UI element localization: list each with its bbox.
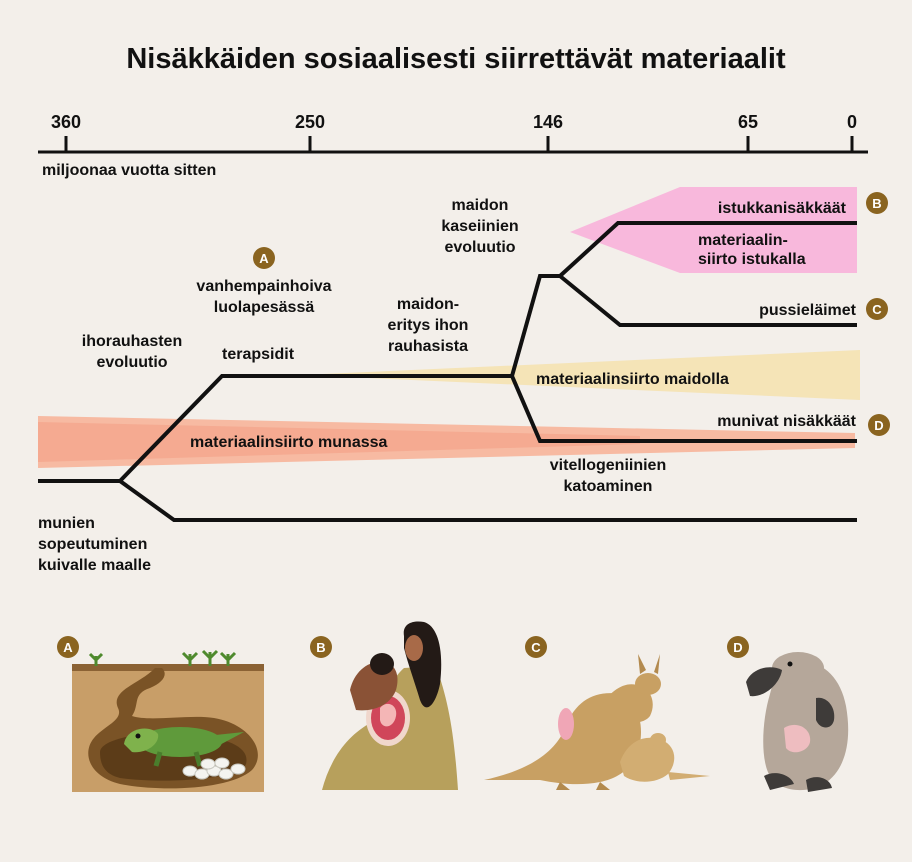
tick-label-65: 65 [738,112,758,132]
badge-a-circle [253,247,275,269]
tick-label-146: 146 [533,112,563,132]
kangaroo-adult-neck [600,684,653,723]
badge-c-circle [866,298,888,320]
therapsid-head [124,728,159,753]
badge-d-tree: D [868,414,890,436]
marsupials-label: pussieläimet [759,302,857,319]
platypus-baby [784,724,811,753]
time-axis: 360 250 146 65 0 miljoonaa vuotta sitten [38,112,868,179]
milk-secretion-label-2: eritys ihon [388,317,469,334]
tick-label-0: 0 [847,112,857,132]
svg-text:C: C [531,640,541,655]
branch-placentals [558,221,857,278]
kangaroo-adult-ears [638,654,660,674]
egg-clutch [182,757,246,780]
platypus-feet [764,773,832,792]
branch-lower-lineage [118,479,857,522]
badge-d-illustration: D [727,636,749,658]
badge-a-illustration: A [57,636,79,658]
monotremes-label: munivat nisäkkäät [717,413,856,430]
placental-label: istukkanisäkkäät [718,200,847,217]
soil-surface [72,664,264,671]
svg-text:B: B [316,640,325,655]
badge-b-illustration: B [310,636,332,658]
therapsid-eye [135,733,141,739]
branch-marsupials [558,274,857,327]
parental-care-label-2: luolapesässä [214,299,315,316]
kangaroo-adult-body [484,693,642,785]
tick-label-360: 360 [51,112,81,132]
badge-c-tree: C [866,298,888,320]
badge-d-circle [868,414,890,436]
platypus-body [763,662,849,791]
illustration-platypus [746,652,849,792]
kangaroo-joey-head [650,733,666,747]
page-title: Nisäkkäiden sosiaalisesti siirrettävät m… [126,43,786,75]
kangaroo-adult-head [635,673,661,695]
kangaroo-joey-tail [668,772,710,780]
eggs-dry-land-label-1: munien [38,515,95,532]
phylogeny-branches [38,221,857,522]
therapsid-body [138,727,222,757]
badge-b-circle [866,192,888,214]
badge-b-letter: B [872,196,881,211]
svg-text:A: A [63,640,73,655]
platypus-bill [746,667,782,697]
badge-b-tree: B [866,192,888,214]
kangaroo-joey-body [620,737,675,782]
kangaroo-pouch [558,708,574,740]
milk-secretion-label-1: maidon- [397,296,459,313]
badge-c-letter: C [872,302,882,317]
milk-band-label: materiaalinsiirto maidolla [536,371,729,388]
fetus [380,703,397,727]
vitellogenin-label-2: katoaminen [564,478,653,495]
badge-a-tree: A [253,247,275,269]
axis-unit-label: miljoonaa vuotta sitten [42,162,216,179]
branch-monotremes [510,375,857,443]
parental-care-label-1: vanhempainhoiva [196,278,331,295]
platypus-head [772,652,824,684]
badge-c-illustration: C [525,636,547,658]
mother-face [405,635,423,661]
casein-label-3: evoluutio [444,239,515,256]
illustration-kangaroos [484,654,710,790]
eggs-dry-land-label-2: sopeutuminen [38,536,147,553]
placenta-band-label-2: siirto istukalla [698,251,806,268]
tick-label-250: 250 [295,112,325,132]
skin-glands-label-1: ihorauhasten [82,333,182,350]
branch-therians [510,274,560,377]
therapsids-label: terapsidit [222,346,295,363]
milk-transfer-band [300,350,860,400]
platypus-foot-upper [816,697,835,728]
badge-d-letter: D [874,418,883,433]
branch-therapsids [118,374,512,483]
illustration-pregnant-mother [322,621,458,790]
therapsid-legs [153,751,203,767]
casein-label-1: maidon [452,197,509,214]
plant-sprouts [88,649,237,666]
skin-glands-label-2: evoluutio [96,354,167,371]
placenta-band-label-1: materiaalin- [698,232,788,249]
therapsid-tail [206,732,244,748]
egg-transfer-band-core [38,422,640,462]
placenta-transfer-band [570,187,857,273]
milk-secretion-label-3: rauhasista [388,338,468,355]
egg-band-label: materiaalinsiirto munassa [190,434,388,451]
eggs-dry-land-label-3: kuivalle maalle [38,557,151,574]
illustration-burrow-nest [72,649,264,792]
kangaroo-feet [556,782,610,790]
badge-a-letter: A [259,251,269,266]
platypus-eye [787,661,793,667]
casein-label-2: kaseiinien [441,218,518,235]
vitellogenin-label-1: vitellogeniinien [550,457,666,474]
child-hair [370,653,394,675]
svg-text:D: D [733,640,742,655]
